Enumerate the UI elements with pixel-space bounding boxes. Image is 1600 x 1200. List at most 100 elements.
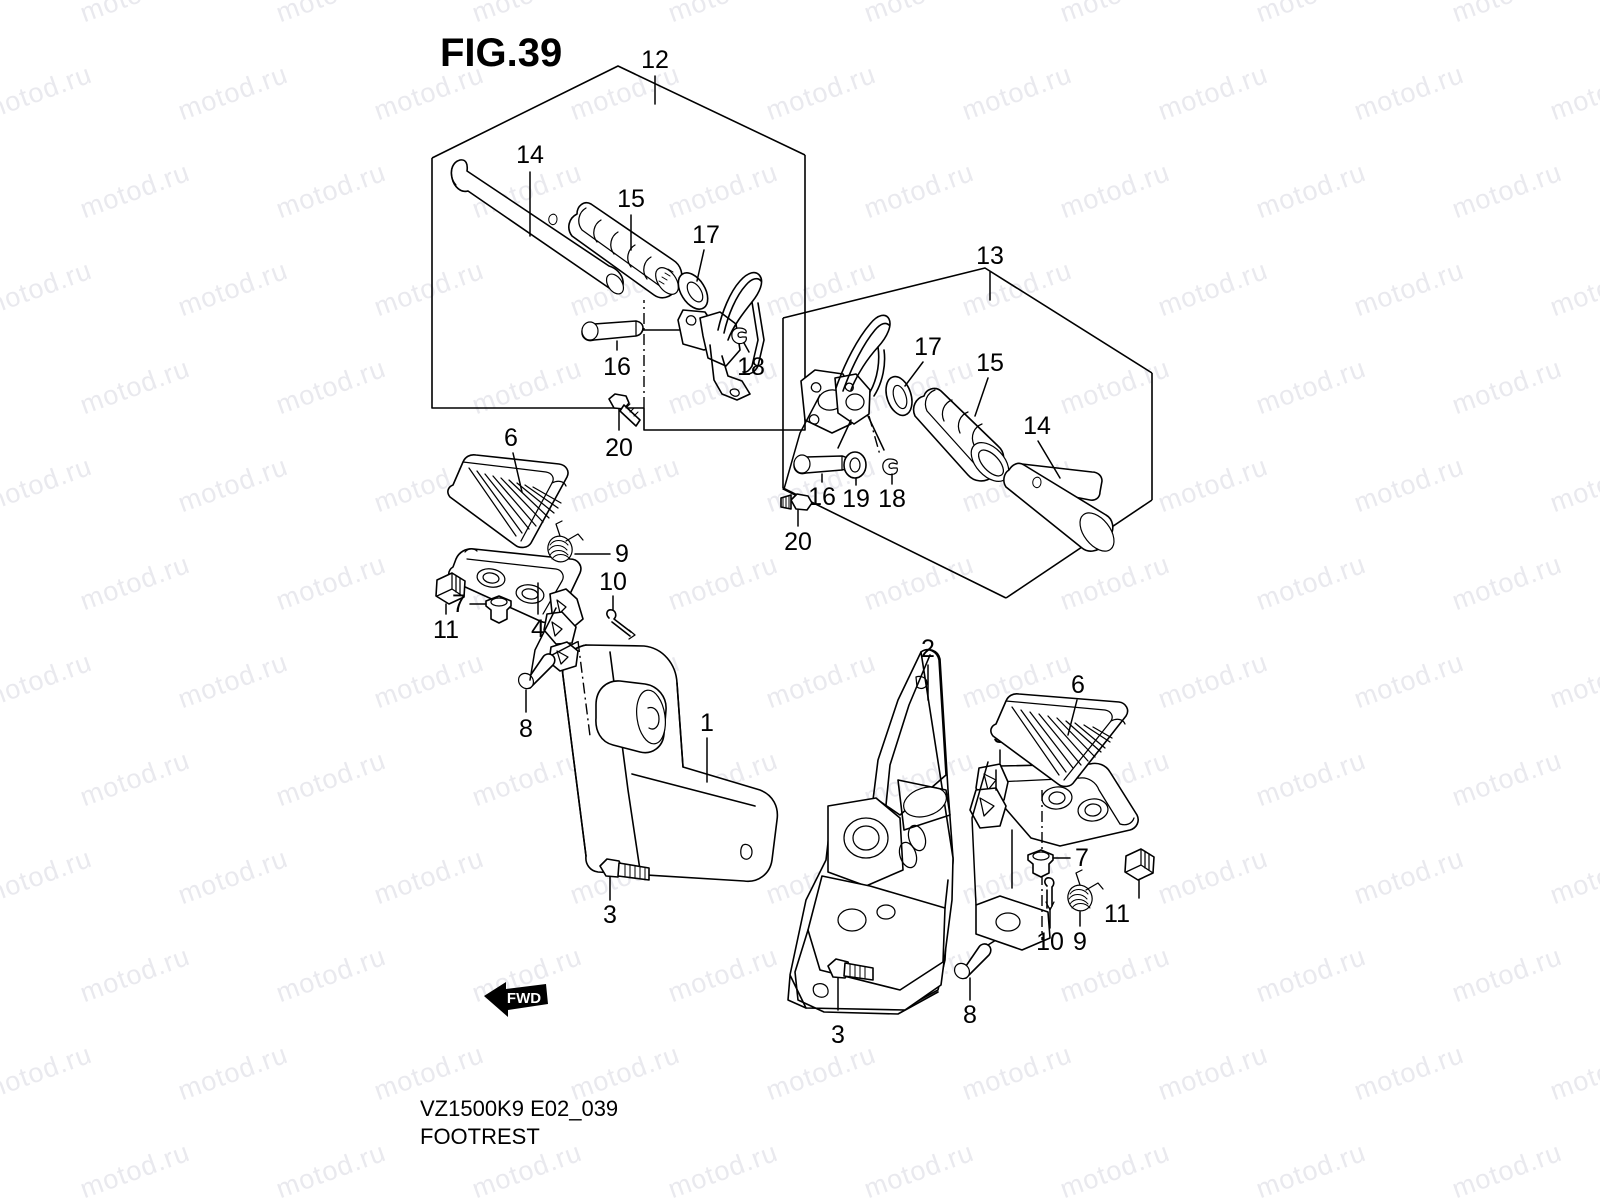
leader-16-right: 16 — [808, 473, 836, 511]
callout-2: 2 — [921, 635, 935, 663]
part-14-shaft-right — [1003, 462, 1115, 552]
leader-8-left: 8 — [519, 689, 533, 743]
part-11-cap-right — [1124, 848, 1155, 881]
part-4-bar-left — [447, 548, 584, 645]
part-18-clip-left — [731, 327, 747, 345]
part-3-bolt-left — [599, 858, 650, 881]
fwd-label: FWD — [507, 990, 541, 1007]
part-7-nut-right — [1027, 849, 1054, 878]
callout-6-right: 6 — [1071, 671, 1085, 699]
part-15-grip-right — [912, 387, 1010, 482]
part-1-bracket-left — [548, 641, 779, 883]
part-9-spring-left — [547, 520, 584, 563]
figure-title: FIG.39 — [440, 31, 563, 75]
leader-2: 2 — [921, 635, 935, 701]
leader-13: 13 — [976, 242, 1004, 301]
part-5-bar-right — [969, 762, 1139, 951]
callout-14-right: 14 — [1023, 412, 1051, 440]
part-15-grip-left — [568, 201, 683, 299]
callout-6-left: 6 — [504, 424, 518, 452]
fwd-direction-marker: FWD — [484, 982, 548, 1017]
part-16-pin-left — [581, 320, 644, 342]
leader-6-right: 6 — [1067, 671, 1085, 736]
part-20-bolt-left — [608, 393, 641, 427]
leader-8-right: 8 — [963, 977, 977, 1029]
part-12-bracket-left — [677, 271, 765, 401]
caption-block: VZ1500K9 E02_039 FOOTREST — [420, 1095, 618, 1151]
leader-1-right: 1 — [1011, 829, 1013, 889]
leader-19: 19 — [842, 477, 870, 513]
callout-18-right: 18 — [878, 485, 906, 513]
leader-14-right: 14 — [1023, 412, 1061, 479]
part-7-nut-left — [485, 595, 512, 624]
part-19-washer-right — [843, 451, 867, 479]
leader-9-left: 9 — [574, 540, 629, 568]
callout-9-right: 9 — [1073, 928, 1087, 956]
callout-15-left: 15 — [617, 185, 645, 213]
leader-7-left: 7 — [452, 590, 487, 618]
assy-13-leader-lines — [783, 394, 885, 490]
callout-17-right: 17 — [914, 333, 942, 361]
leader-1-left: 1 — [700, 709, 714, 783]
callout-12: 12 — [641, 46, 669, 74]
assy-13-leader-bolt — [782, 488, 796, 496]
leader-17-left: 17 — [692, 221, 720, 282]
callout-20-right: 20 — [784, 528, 812, 556]
part-9-spring-right — [1067, 869, 1104, 912]
leader-14-left: 14 — [516, 141, 544, 237]
leader-15-right: 15 — [974, 349, 1004, 417]
leader-18-right: 18 — [878, 473, 906, 513]
callout-11-left: 11 — [433, 616, 459, 644]
callout-4: 4 — [531, 615, 545, 643]
part-10-pin-right — [1044, 877, 1055, 911]
part-2-bracket-right — [787, 648, 954, 1015]
leader-15-left: 15 — [617, 185, 645, 251]
callout-7-right: 7 — [1075, 844, 1089, 872]
part-10-pin-left — [606, 609, 636, 640]
callout-16-left: 16 — [603, 353, 631, 381]
assembly-box-12 — [431, 65, 806, 431]
callout-20-left: 20 — [605, 434, 633, 462]
part-17-washer-right — [885, 375, 913, 417]
leader-10-right: 10 — [1036, 907, 1064, 956]
callout-13: 13 — [976, 242, 1004, 270]
leader-18-left: 18 — [737, 342, 765, 381]
leader-20-right: 20 — [784, 509, 812, 556]
leader-11-right: 11 — [1104, 879, 1140, 928]
part-8-pin-left — [517, 653, 556, 690]
callout-17-left: 17 — [692, 221, 720, 249]
part-17-washer-left — [677, 272, 709, 310]
leader-16-left: 16 — [603, 329, 681, 381]
assy-centerlines-left — [529, 607, 591, 737]
callout-10-left: 10 — [599, 568, 627, 596]
leader-12: 12 — [641, 46, 669, 105]
leader-17-right: 17 — [904, 333, 942, 387]
leader-6-left: 6 — [504, 424, 523, 493]
callout-8-right: 8 — [963, 1001, 977, 1029]
part-20-bolt-right — [780, 493, 813, 511]
leader-9-right: 9 — [1073, 911, 1087, 956]
callout-3-right: 3 — [831, 1021, 845, 1049]
part-8-pin-right — [953, 943, 992, 980]
section-name: FOOTREST — [420, 1124, 540, 1150]
leader-3-right: 3 — [831, 977, 845, 1049]
callout-18-left: 18 — [737, 353, 765, 381]
callout-7-left: 7 — [452, 590, 466, 618]
callout-10-right: 10 — [1036, 928, 1064, 956]
leader-20-left: 20 — [605, 408, 633, 462]
callout-8-left: 8 — [519, 715, 533, 743]
part-13-bracket-right — [800, 314, 891, 434]
leader-3-left: 3 — [603, 876, 617, 929]
part-16-pin-right — [793, 454, 850, 475]
part-6-rubber-right — [990, 693, 1129, 788]
leader-11-left: 11 — [433, 603, 459, 644]
leader-7-right: 7 — [1052, 844, 1089, 872]
part-18-clip-right — [882, 458, 898, 476]
leader-8-to-hole — [551, 641, 578, 656]
callout-16-right: 16 — [808, 483, 836, 511]
callout-3-left: 3 — [603, 901, 617, 929]
part-14-shaft-left — [450, 159, 625, 295]
part-6-rubber-left — [447, 454, 569, 549]
